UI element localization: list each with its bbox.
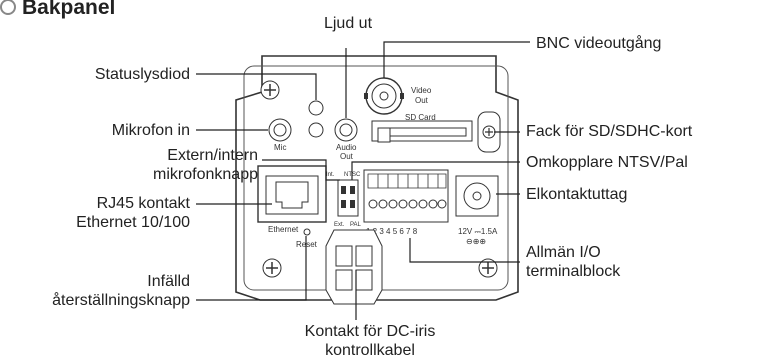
- label-reset-2: återställningsknapp: [52, 292, 190, 309]
- diagram-title: Bakpanel: [0, 0, 115, 20]
- title-text: Bakpanel: [22, 0, 116, 19]
- power-polarity: ⊖⊕⊕: [466, 237, 486, 246]
- ext-label: Ext.: [334, 222, 345, 228]
- sd-card-label: SD Card: [405, 113, 436, 122]
- label-io-2: terminalblock: [526, 263, 621, 280]
- audio-label-1: Audio: [336, 143, 357, 152]
- label-mikrofonknapp-2: mikrofonknapp: [153, 166, 258, 183]
- label-elkontaktuttag: Elkontaktuttag: [526, 186, 628, 203]
- label-statuslysdiod: Statuslysdiod: [94, 66, 190, 83]
- rj45-port-icon: [257, 165, 327, 223]
- label-bnc: BNC videoutgång: [536, 35, 662, 52]
- video-label-1: Video: [411, 86, 432, 95]
- screw-icon-bottom-left: [262, 258, 282, 278]
- status-led-icon-1: [308, 100, 324, 116]
- leader-lines: [196, 41, 530, 320]
- power-rating: 12V ⎓1.5A: [458, 227, 498, 236]
- screw-icon-sd-cover: [477, 111, 501, 153]
- reset-label: Reset: [296, 240, 318, 249]
- label-omkopplare: Omkopplare NTSV/Pal: [526, 154, 688, 171]
- sd-card-slot-icon: [371, 120, 473, 143]
- label-dciris-2: kontrollkabel: [325, 342, 415, 359]
- video-label-2: Out: [415, 96, 429, 105]
- io-pin-numbers: 1 2 3 4 5 6 7 8: [366, 227, 418, 236]
- screw-icon-top-left: [260, 80, 280, 100]
- status-led-icon-2: [308, 122, 324, 138]
- int-label: Int.: [326, 172, 335, 178]
- label-mikrofon-in: Mikrofon in: [111, 122, 190, 139]
- power-connector-icon: [455, 175, 499, 217]
- io-terminal-block-icon: [363, 169, 449, 223]
- bullet-icon: [0, 0, 16, 15]
- dc-iris-connector-icon: [325, 229, 383, 305]
- label-sd-fack: Fack för SD/SDHC-kort: [526, 123, 693, 140]
- ethernet-label: Ethernet: [268, 225, 299, 234]
- label-mikrofonknapp-1: Extern/intern: [167, 147, 258, 164]
- reset-button-icon: [303, 228, 311, 236]
- pal-label: PAL: [350, 222, 362, 228]
- bnc-connector-icon: [364, 77, 404, 115]
- label-io-1: Allmän I/O: [526, 244, 601, 261]
- label-rj45-2: Ethernet 10/100: [76, 214, 190, 231]
- screw-icon-bottom-right: [478, 258, 498, 278]
- mic-label: Mic: [274, 143, 286, 152]
- label-reset-1: Infälld: [147, 273, 190, 290]
- label-rj45-1: RJ45 kontakt: [96, 195, 190, 212]
- audio-label-2: Out: [340, 152, 354, 161]
- label-ljud-ut: Ljud ut: [323, 15, 373, 32]
- dip-switch-icon: [337, 179, 359, 217]
- label-dciris-1: Kontakt för DC-iris: [304, 323, 436, 340]
